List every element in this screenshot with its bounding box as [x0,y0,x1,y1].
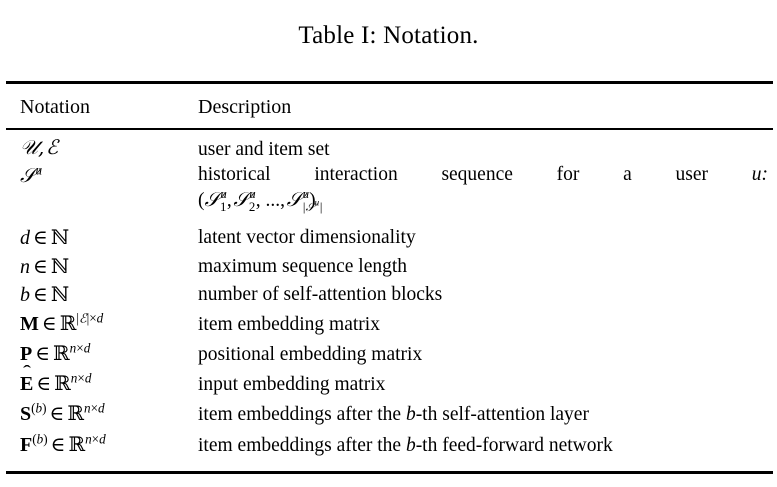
table-top-rule [6,81,773,84]
description-sequence-line1: historical interaction sequence for a us… [198,165,768,185]
description-text-post: -th self-attention layer [415,404,589,425]
notation-item-embedding-matrix: M∈ℝ|ℰ|×d [20,310,104,335]
variable-b: b [405,435,416,456]
notation-max-seq-length: n∈ℕ [20,254,70,278]
word: historical [198,164,271,185]
word: for [556,164,580,185]
description-max-seq-length: maximum sequence length [198,256,408,277]
description-self-attention-output: item embeddings after the b-th self-atte… [198,404,768,426]
notation-feed-forward-output: F(b)∈ℝn×d [20,431,106,456]
notation-user-item-set: 𝒰, ℰ [20,135,59,159]
notation-latent-dim: d∈ℕ [20,225,70,249]
table-caption: Table I: Notation. [298,22,479,49]
description-text-pre: item embeddings after the [198,404,406,425]
table-bottom-rule [6,471,773,474]
description-item-embedding-matrix: item embedding matrix [198,314,380,335]
description-feed-forward-output: item embeddings after the b-th feed-forw… [198,435,768,457]
description-num-blocks: number of self-attention blocks [198,284,443,305]
description-text-pre: item embeddings after the [198,435,406,456]
description-latent-dim: latent vector dimensionality [198,227,416,248]
description-user-item-set: user and item set [198,139,330,160]
description-input-embedding-matrix: input embedding matrix [198,374,386,395]
notation-num-blocks: b∈ℕ [20,282,70,306]
description-sequence: historical interaction sequence for a us… [198,165,768,214]
word: sequence [441,164,513,185]
notation-sequence: 𝒮u [20,162,43,187]
notation-input-embedding-matrix: ̂E∈ℝn×d [20,370,92,395]
word: user [675,164,709,185]
notation-positional-embedding-matrix: P∈ℝn×d [20,340,91,365]
table-header-rule [6,128,773,130]
description-positional-embedding-matrix: positional embedding matrix [198,344,423,365]
column-header-description: Description [198,96,292,118]
description-text-post: -th feed-forward network [415,435,613,456]
column-header-notation: Notation [20,96,90,118]
word: interaction [314,164,398,185]
word: a [623,164,632,185]
variable-b: b [405,404,416,425]
description-sequence-line2: (𝒮1u, 𝒮2u, ..., 𝒮|𝒮u|u) [198,186,323,214]
variable-u: u: [751,164,768,185]
notation-self-attention-output: S(b)∈ℝn×d [20,400,105,425]
